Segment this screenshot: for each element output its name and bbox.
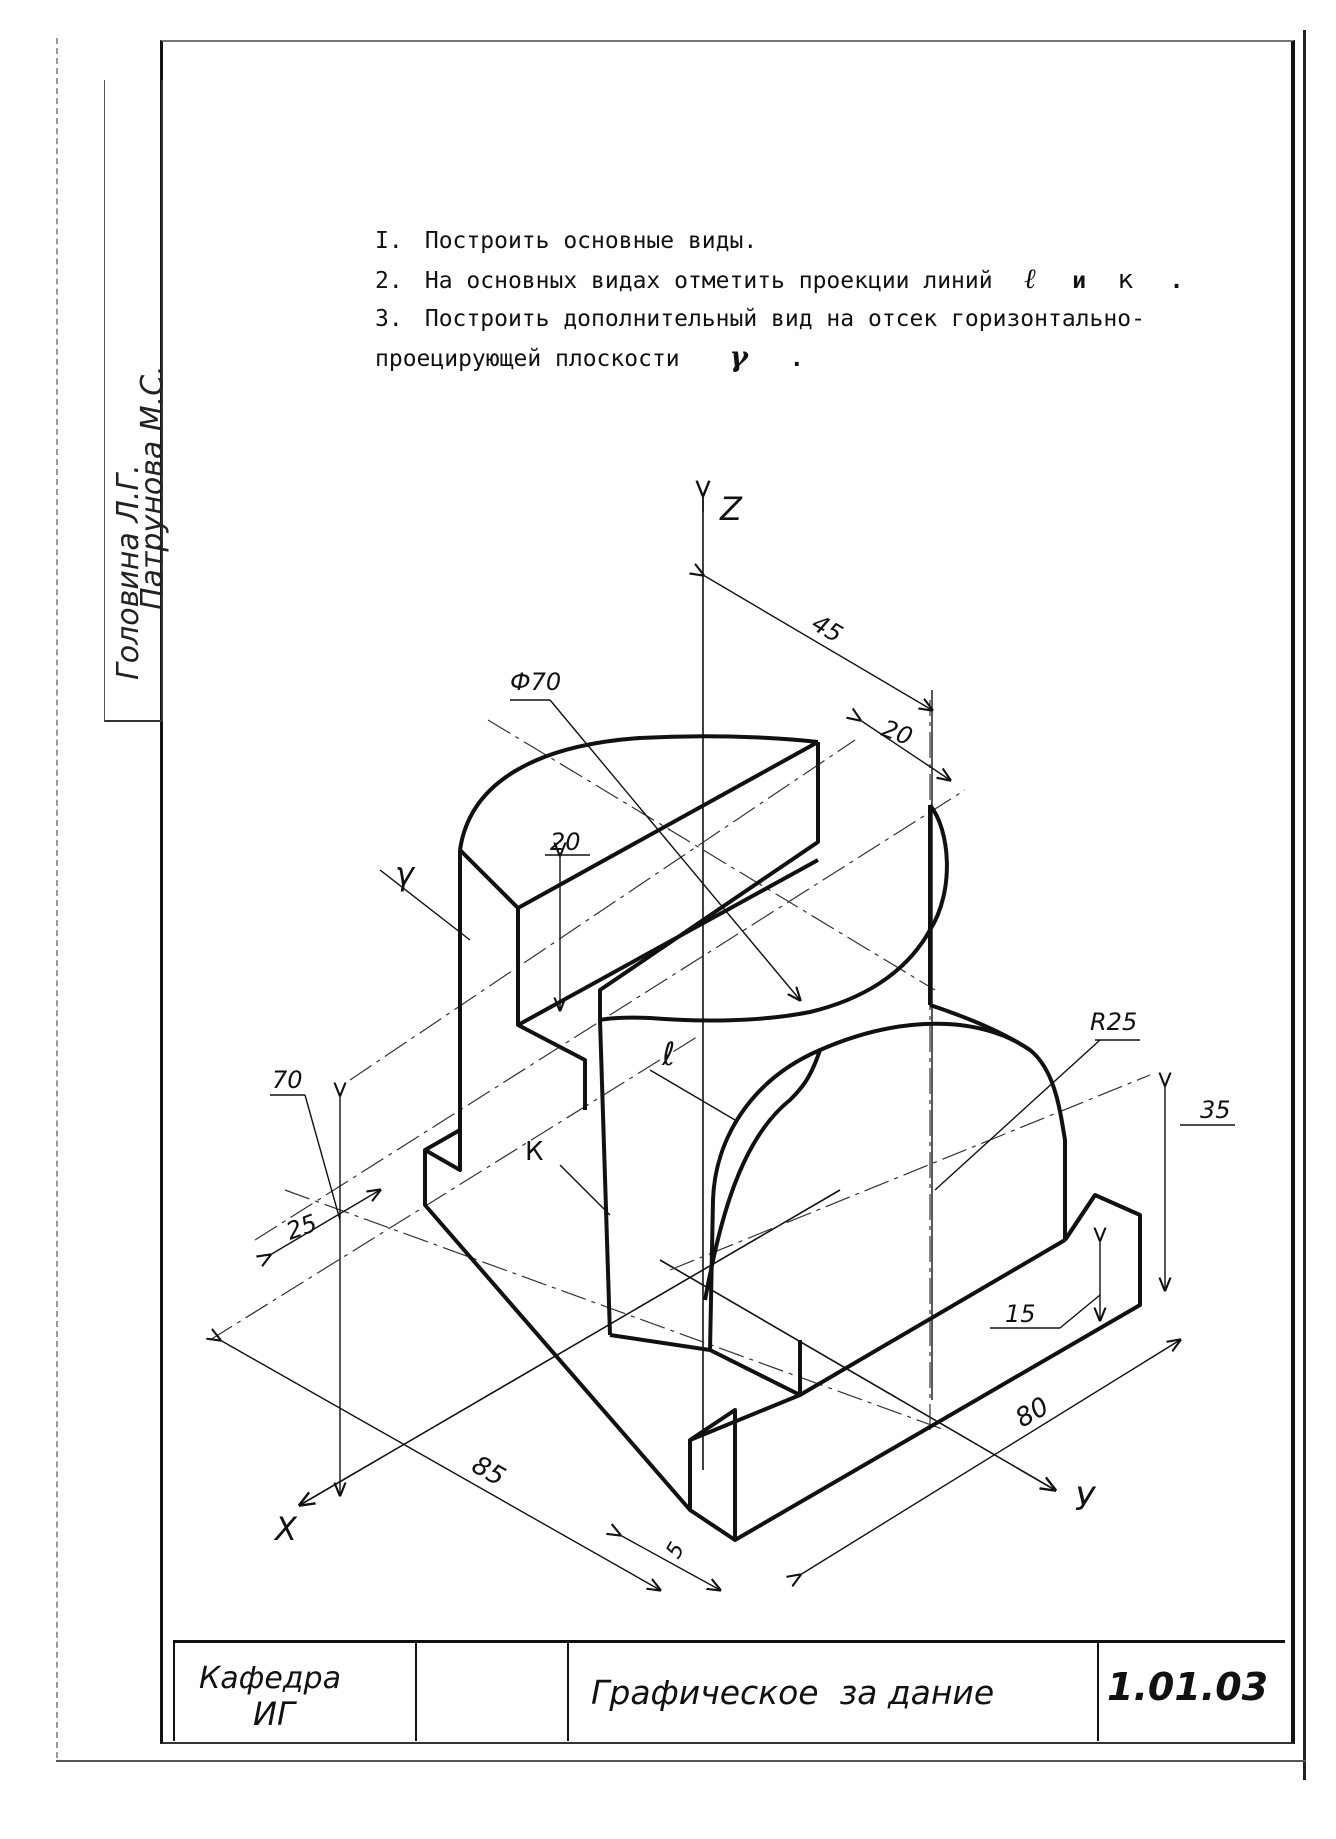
base-right-step xyxy=(1063,1193,1097,1242)
y-axis-line xyxy=(659,1259,1055,1490)
title-block-empty-cell xyxy=(415,1643,569,1741)
task-variable-k: к xyxy=(1118,265,1134,295)
dim-5-text: 5 xyxy=(662,1538,691,1563)
dim-15-text: 15 xyxy=(1005,1300,1036,1328)
dim-45-text: 45 xyxy=(807,609,847,649)
sheet-edge-right xyxy=(1303,30,1306,1780)
dim-20-slot-text: 20 xyxy=(550,828,581,856)
task-text: Построить основные виды. xyxy=(424,228,758,254)
task-conjunction: и xyxy=(1072,268,1087,294)
task-item-1: I. Построить основные виды. xyxy=(375,222,1255,260)
front-block-bottom xyxy=(609,1333,802,1442)
task-end-mark: . xyxy=(789,346,804,372)
sheet-edge-left xyxy=(56,38,58,1758)
document-code: 1.01.03 xyxy=(1107,1665,1269,1709)
slot-floor xyxy=(517,858,819,1027)
center-line xyxy=(487,719,936,991)
arch-front-edge xyxy=(703,1049,822,1301)
task-number: 3. xyxy=(375,306,403,332)
dim-85-text: 85 xyxy=(467,1450,511,1493)
department-code: ИГ xyxy=(253,1695,295,1733)
title-block-department-cell: Кафедра ИГ xyxy=(175,1643,417,1741)
dim-r25-leader xyxy=(934,1039,1101,1191)
center-line xyxy=(669,1074,1151,1271)
title-block-title-cell: Графическое за дание xyxy=(567,1643,1099,1741)
task-number: 2. xyxy=(375,268,403,294)
axis-label-z: Z xyxy=(719,490,743,528)
cylinder-top-arc-left xyxy=(458,734,819,851)
plane-gamma-label: γ xyxy=(395,855,416,893)
department-name: Кафедра xyxy=(199,1661,341,1696)
task-text: На основных видах отметить проекции лини… xyxy=(424,268,993,294)
task-list: I. Построить основные виды. 2. На основн… xyxy=(375,222,1255,378)
axis-lines xyxy=(300,495,1055,1505)
task-item-3: 3. Построить дополнительный вид на отсек… xyxy=(375,300,1255,338)
slot-left-top-edges xyxy=(458,740,819,910)
task-variable-l: ℓ xyxy=(1024,262,1037,295)
title-block-code-cell: 1.01.03 xyxy=(1097,1643,1285,1741)
dim-80-line xyxy=(800,1340,1180,1575)
line-l-leader xyxy=(649,1069,736,1121)
task-number: I. xyxy=(375,228,403,254)
dim-80-text: 80 xyxy=(1011,1392,1055,1435)
center-line xyxy=(349,739,856,1081)
dim-20-top-line xyxy=(860,720,950,780)
task-text-continued: проецирующей плоскости xyxy=(375,346,680,372)
dim-25-text: 25 xyxy=(282,1209,320,1246)
dim-phi70-line xyxy=(549,699,800,1000)
dim-35-text: 35 xyxy=(1200,1096,1231,1124)
sheet-edge-bottom xyxy=(56,1760,1306,1762)
side-author-strip: Головина Л.Г. Патрунова М.С. xyxy=(104,80,170,722)
cylinder-top-arc-right xyxy=(599,803,949,1023)
task-variable-gamma: γ xyxy=(729,340,748,373)
slot-left-inner xyxy=(516,908,587,1110)
center-line xyxy=(254,789,966,1241)
front-cylinder-vertical-1 xyxy=(598,1019,612,1336)
arch-top-back xyxy=(929,1003,1032,1052)
center-line xyxy=(209,1034,701,1341)
center-line xyxy=(284,1189,946,1431)
dim-25-line xyxy=(270,1190,380,1255)
dim-5-line xyxy=(620,1535,720,1590)
title-block: Кафедра ИГ Графическое за дание 1.01.03 xyxy=(173,1640,1285,1741)
line-l-label: ℓ xyxy=(661,1035,675,1073)
task-end-mark: . xyxy=(1169,268,1184,294)
assignment-title: Графическое за дание xyxy=(591,1673,995,1712)
base-left-step xyxy=(424,1130,462,1172)
dim-45-line xyxy=(703,575,932,710)
line-k-label: К xyxy=(525,1137,543,1167)
task-text: Построить дополнительный вид на отсек го… xyxy=(424,306,1145,332)
task-item-2: 2. На основных видах отметить проекции л… xyxy=(375,260,1255,300)
drawing-frame xyxy=(160,40,1295,1744)
dim-70-text: 70 xyxy=(272,1066,303,1094)
dim-20-top-text: 20 xyxy=(878,714,916,751)
axis-label-x: X xyxy=(273,1510,298,1548)
x-axis-line xyxy=(300,1189,841,1505)
slot-back-wall xyxy=(598,742,820,1020)
gamma-leader xyxy=(379,869,471,941)
dim-r25-text: R25 xyxy=(1090,1008,1137,1036)
dim-85-line xyxy=(220,1340,660,1590)
line-k-leader xyxy=(559,1164,611,1216)
dim-15-leader xyxy=(1059,1294,1101,1329)
axis-label-y: У xyxy=(1075,1480,1097,1518)
task-item-3-continuation: проецирующей плоскости γ . xyxy=(375,338,1255,378)
dim-70-leader xyxy=(304,1094,341,1221)
dim-phi70-text: Ф70 xyxy=(510,668,561,696)
dimension-lines xyxy=(220,575,1235,1590)
